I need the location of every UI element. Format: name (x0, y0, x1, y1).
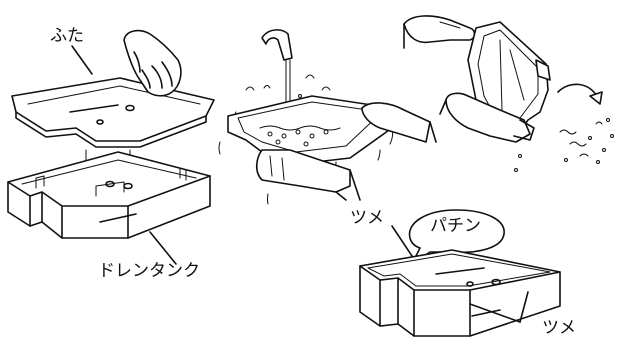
lid-illustration (12, 78, 214, 147)
water-splash-right (515, 119, 614, 172)
bottom-tab-label: ツメ (542, 320, 576, 337)
hand-tilting-tank-top (404, 16, 475, 48)
faucet (262, 30, 292, 104)
lid-leader-line (72, 46, 92, 74)
drain-tank-label: ドレンタンク (98, 263, 200, 280)
drain-tank-illustration (8, 152, 210, 238)
top-tab-leader-line (392, 226, 412, 256)
top-tab-label: ツメ (350, 210, 384, 227)
click-label: パチン (430, 218, 481, 235)
lid-label: ふた (50, 28, 84, 45)
drain-tank-leader-line (150, 232, 176, 264)
assembled-tank-illustration (360, 250, 560, 336)
rotation-arrow-head (590, 92, 602, 104)
